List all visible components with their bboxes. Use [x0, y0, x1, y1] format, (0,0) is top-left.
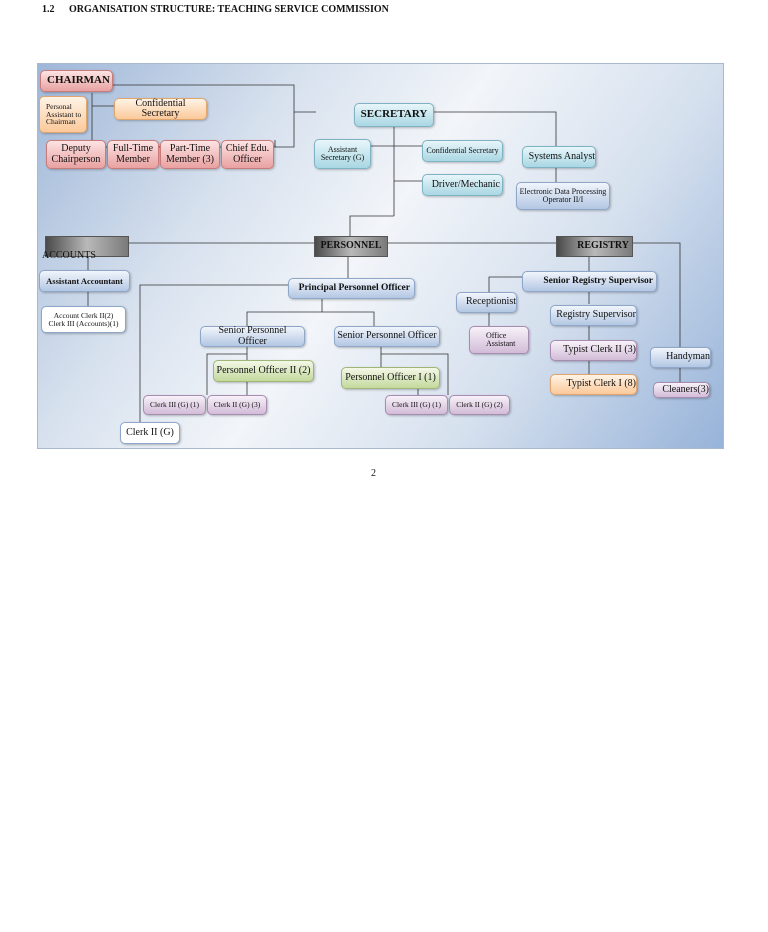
clerk-ii-g-2-box: Clerk II (G) (2): [449, 395, 510, 415]
full-time-member-box: Full-Time Member: [107, 140, 159, 169]
personal-assistant-box: Personal Assistant to Chairman: [39, 96, 87, 133]
connector-spo2: [380, 346, 449, 395]
cleaners-box: Cleaners(3): [653, 382, 710, 398]
senior-personnel-officer-1-box: Senior Personnel Officer: [200, 325, 305, 347]
systems-analyst-box: Systems Analyst: [522, 146, 596, 168]
clerk-iii-g-1-box: Clerk III (G) (1): [143, 395, 206, 415]
connector-departments: [129, 242, 681, 347]
heading-title: ORGANISATION STRUCTURE: TEACHING SERVICE…: [69, 4, 389, 15]
page-heading: 1.2 ORGANISATION STRUCTURE: TEACHING SERV…: [42, 4, 389, 15]
accounts-label: ACCOUNTS: [42, 250, 96, 261]
receptionist-box: Receptionist: [456, 292, 517, 313]
page-number: 2: [371, 468, 376, 479]
typist-clerk-i-box: Typist Clerk I (8): [550, 374, 637, 395]
personnel-officer-i-box: Personnel Officer I (1): [341, 367, 440, 389]
office-assistant-box: Office Assistant: [469, 326, 529, 354]
accounts-header: [45, 236, 129, 257]
personnel-header: PERSONNEL: [314, 236, 388, 257]
personnel-officer-ii-box: Personnel Officer II (2): [213, 360, 314, 382]
confidential-secretary-2-box: Confidential Secretary: [422, 140, 503, 162]
connector-ppo-spos: [246, 298, 375, 326]
secretary-box: SECRETARY: [354, 103, 434, 127]
registry-supervisor-box: Registry Supervisor: [550, 305, 637, 326]
principal-personnel-officer-box: Principal Personnel Officer: [288, 278, 415, 299]
deputy-chairperson-box: Deputy Chairperson: [46, 140, 106, 169]
connector-secretary-systems: [434, 111, 557, 152]
org-chart: CHAIRMAN Personal Assistant to Chairman …: [37, 63, 724, 449]
connector-srs-left: [488, 276, 522, 292]
assistant-accountant-box: Assistant Accountant: [39, 270, 130, 292]
connector-ppo-left: [139, 284, 288, 422]
part-time-member-box: Part-Time Member (3): [160, 140, 220, 169]
connector-chairman-secretary: [113, 84, 316, 113]
account-clerks-box: Account Clerk II(2) Clerk III (Accounts)…: [41, 306, 126, 333]
driver-mechanic-box: Driver/Mechanic: [422, 174, 503, 196]
heading-number: 1.2: [42, 4, 55, 15]
clerk-ii-g-3-box: Clerk II (G) (3): [207, 395, 267, 415]
connector-lines: [87, 84, 681, 422]
registry-header: REGISTRY: [556, 236, 633, 257]
connector-chief-edu: [275, 112, 295, 148]
chief-edu-officer-box: Chief Edu. Officer: [221, 140, 274, 169]
senior-registry-supervisor-box: Senior Registry Supervisor: [522, 271, 657, 292]
clerk-ii-g-box: Clerk II (G): [120, 422, 180, 444]
senior-personnel-officer-2-box: Senior Personnel Officer: [334, 326, 440, 347]
confidential-secretary-1-box: Confidential Secretary: [114, 98, 207, 120]
chairman-box: CHAIRMAN: [40, 70, 113, 92]
edp-operator-box: Electronic Data Processing Operator II/I: [516, 182, 610, 210]
typist-clerk-ii-box: Typist Clerk II (3): [550, 340, 637, 361]
assistant-secretary-box: Assistant Secretary (G): [314, 139, 371, 169]
clerk-iii-g-1b-box: Clerk III (G) (1): [385, 395, 448, 415]
handyman-box: Handyman: [650, 347, 711, 368]
connector-to-personnel: [349, 215, 394, 238]
